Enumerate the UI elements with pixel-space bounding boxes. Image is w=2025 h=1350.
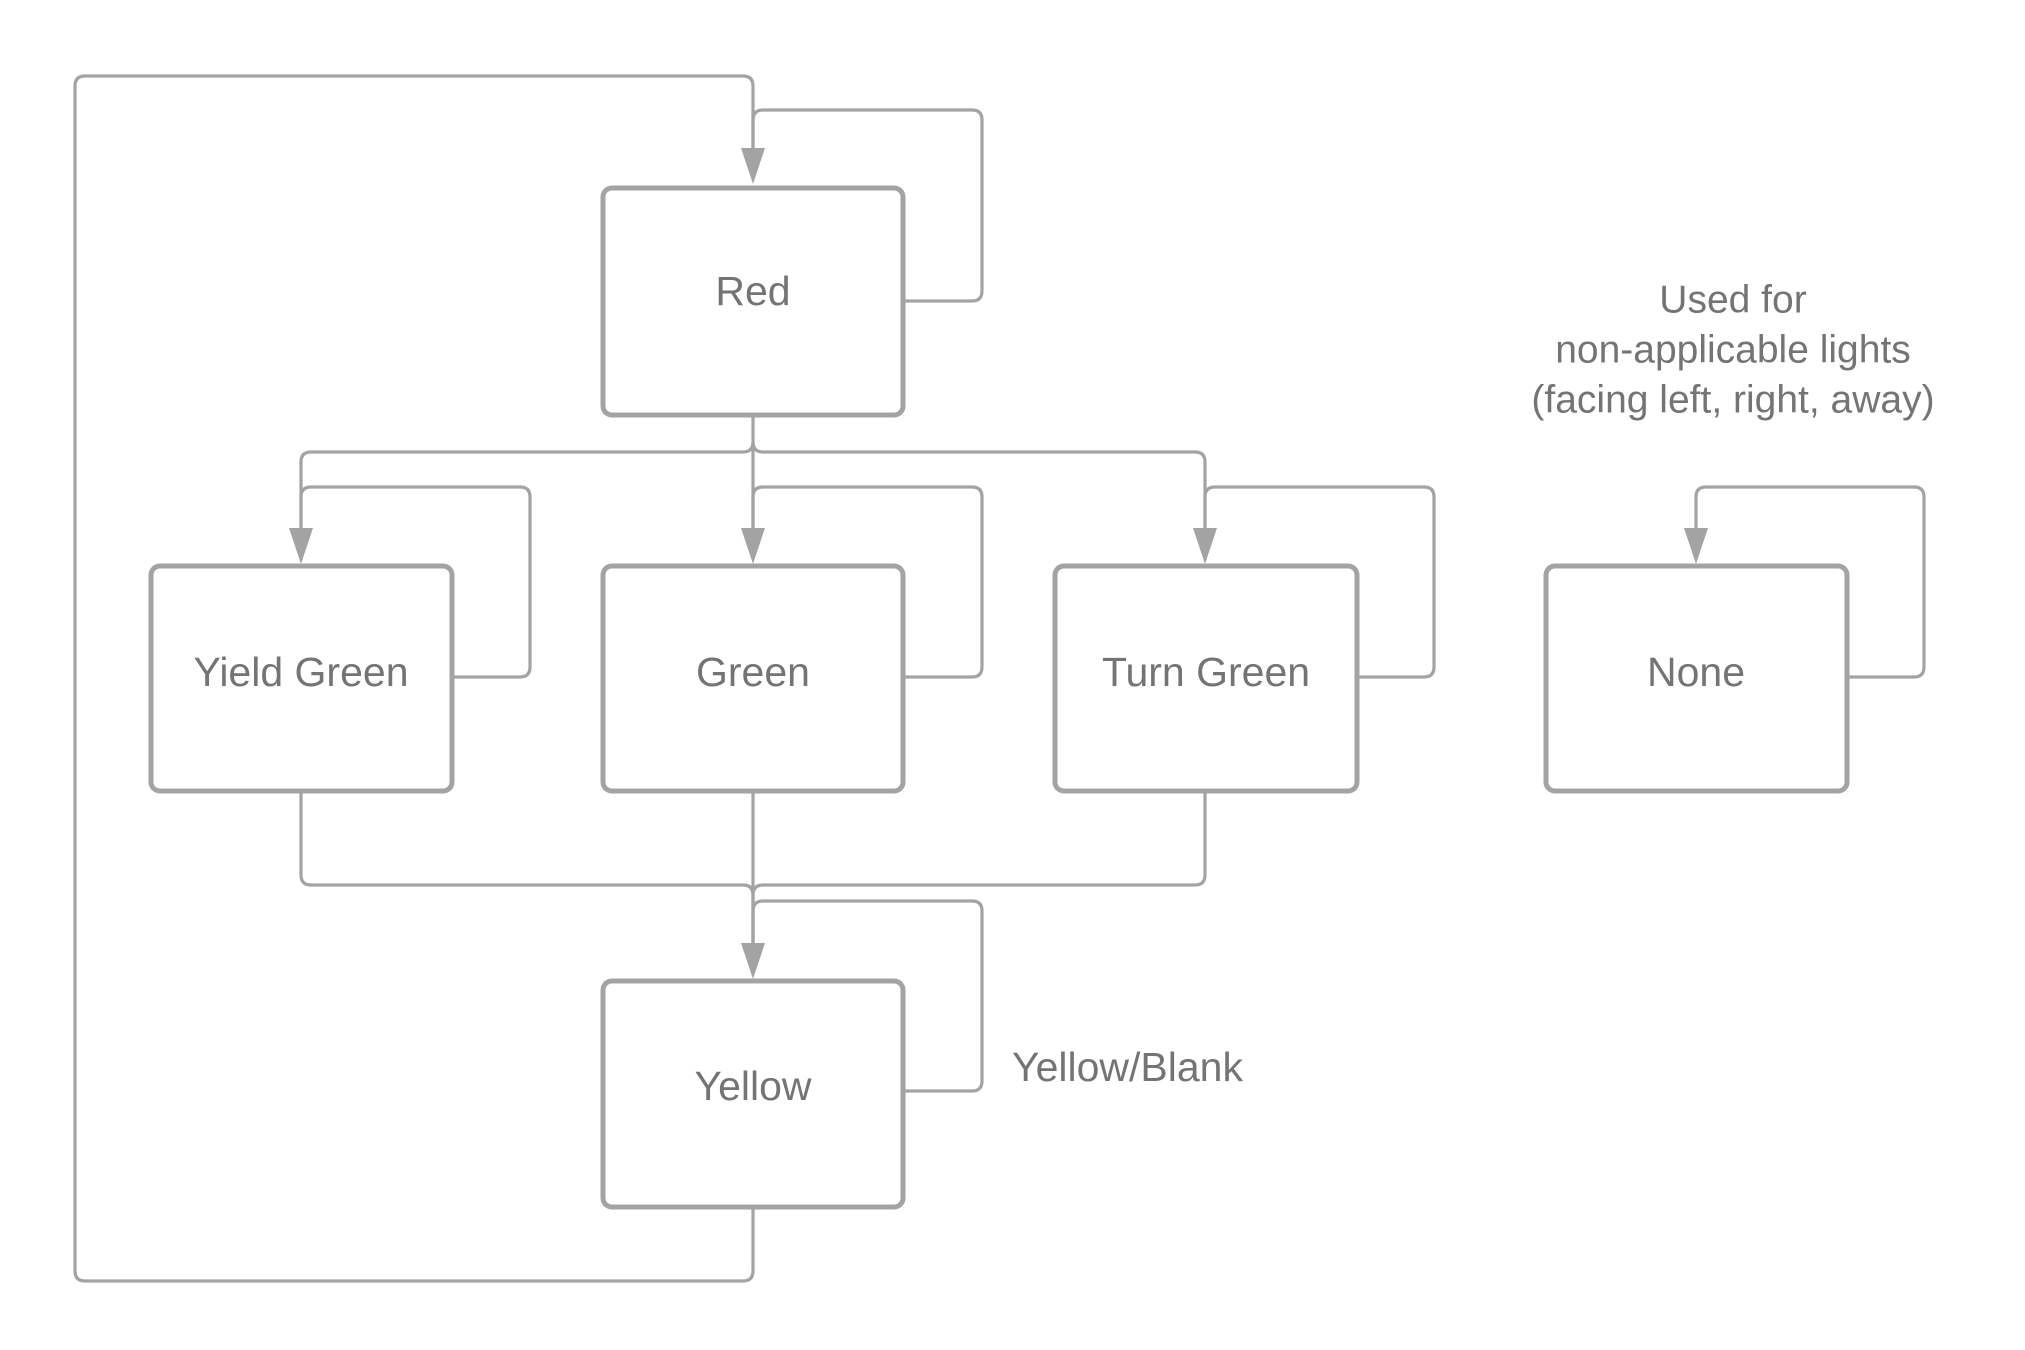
edge-red-self-loop	[751, 108, 984, 303]
arrowhead-yellow-incoming	[741, 943, 765, 979]
state-red-label: Red	[715, 268, 790, 314]
state-yellow: Yellow	[600, 978, 906, 1210]
edge-label-yellow-blank: Yellow/Blank	[1012, 1044, 1243, 1090]
arrowhead-turn-green-incoming	[1193, 528, 1217, 564]
state-red: Red	[600, 185, 906, 418]
state-yield-green-label: Yield Green	[194, 649, 409, 695]
state-yield-green: Yield Green	[148, 563, 455, 794]
state-turn-green-label: Turn Green	[1102, 649, 1310, 695]
edge-turn-green-to-yellow	[751, 791, 1207, 896]
edge-yellow-to-red	[73, 74, 755, 1283]
note-line-1: Used for	[1659, 278, 1806, 321]
state-turn-green: Turn Green	[1052, 563, 1360, 794]
note-line-3: (facing left, right, away)	[1531, 378, 1934, 421]
state-none: None	[1543, 563, 1850, 794]
edge-yield-green-self-loop	[299, 485, 532, 679]
arrowhead-green-incoming	[741, 528, 765, 564]
arrowhead-red-incoming	[741, 148, 765, 184]
arrowhead-none-incoming	[1684, 528, 1708, 564]
edge-red-to-yield-green	[299, 415, 755, 530]
edge-yield-green-to-yellow	[299, 791, 755, 945]
edge-none-self-loop	[1694, 485, 1926, 679]
arrowhead-yield-green-incoming	[289, 528, 313, 564]
edge-turn-green-self-loop	[1203, 485, 1436, 679]
state-green: Green	[600, 563, 906, 794]
state-green-label: Green	[696, 649, 810, 695]
state-yellow-label: Yellow	[694, 1063, 811, 1109]
edge-green-self-loop	[751, 485, 984, 679]
state-none-label: None	[1647, 649, 1745, 695]
note-non-applicable-lights: Used for non-applicable lights (facing l…	[1531, 278, 1934, 421]
edge-yellow-self-loop	[751, 899, 984, 1093]
note-line-2: non-applicable lights	[1555, 328, 1911, 371]
